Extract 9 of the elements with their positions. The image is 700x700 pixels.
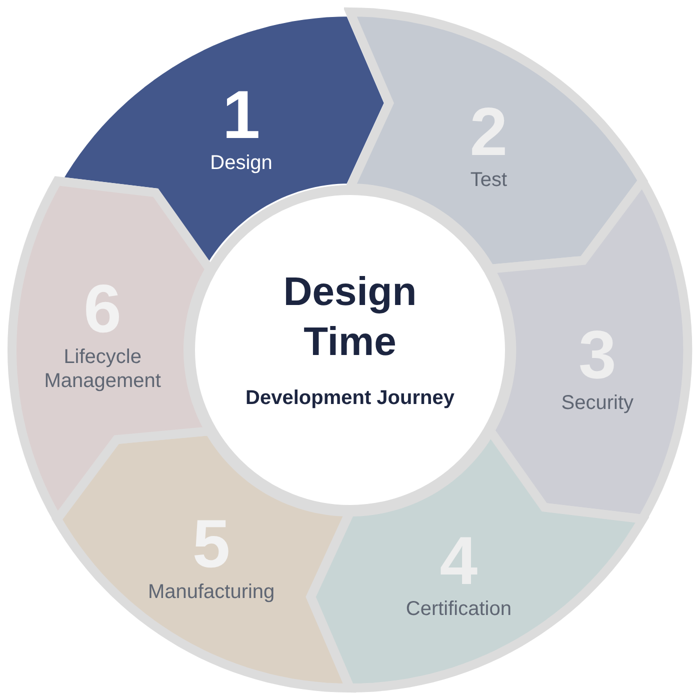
center-subtitle: Development Journey [246, 386, 454, 411]
center-title: Design Time [282, 269, 418, 366]
step-label: Security [561, 391, 634, 416]
step-label: Lifecycle Management [43, 344, 162, 393]
step-label: Test [470, 168, 508, 192]
step-label: Certification [406, 596, 512, 621]
step-label: Design [210, 151, 272, 176]
step-number: 1 [222, 79, 260, 152]
step-label: Manufacturing [148, 580, 275, 604]
